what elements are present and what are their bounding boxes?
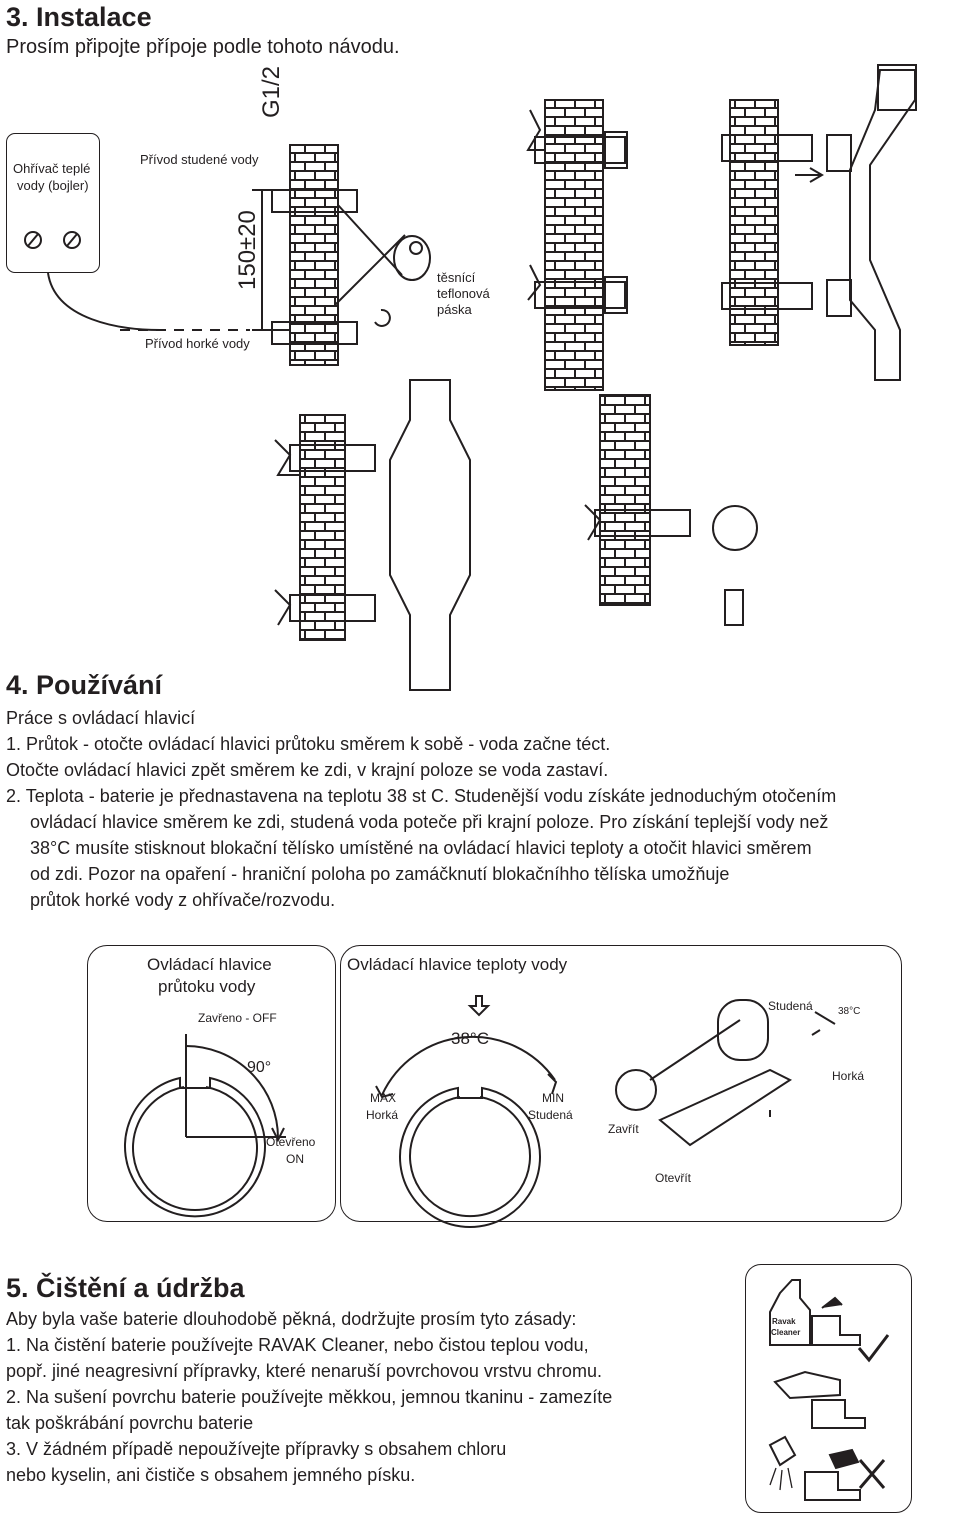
section-4-line: od zdi. Pozor na opaření - hraniční polo… xyxy=(30,864,730,884)
angle-label: 90° xyxy=(247,1059,272,1076)
wall-3 xyxy=(729,99,779,346)
hot-supply-label: Přívod horké vody xyxy=(145,336,250,351)
section-4-line: průtok horké vody z ohřívače/rozvodu. xyxy=(30,890,336,910)
cloth-hand-icon xyxy=(773,1370,841,1400)
section-5-line: 2. Na sušení povrchu baterie používejte … xyxy=(6,1387,613,1407)
section-5-line: nebo kyselin, ani čističe s obsahem jemn… xyxy=(6,1465,416,1485)
section-3-title: 3. Instalace xyxy=(6,2,152,32)
section-5-intro: Aby byla vaše baterie dlouhodobě pěkná, … xyxy=(6,1309,577,1329)
section-4-line: Otočte ovládací hlavici zpět směrem ke z… xyxy=(6,760,609,780)
cleaner-label-line1: Ravak xyxy=(772,1317,796,1326)
temp-panel-title: Ovládací hlavice teploty vody xyxy=(347,955,568,974)
section-4-title: 4. Používání xyxy=(6,670,163,700)
cold-label: Studená xyxy=(768,999,813,1013)
tape-label-line1: těsnící xyxy=(437,270,476,285)
flow-control-panel xyxy=(87,945,336,1222)
section-4-intro: Práce s ovládací hlavicí xyxy=(6,708,196,728)
tape-label-line2: teflonová xyxy=(437,286,490,301)
section-4-line: 38°C musíte stisknout blokační tělísko u… xyxy=(30,838,812,858)
temp-knob-ring xyxy=(399,1086,541,1228)
heater-box xyxy=(6,133,100,273)
wall-5 xyxy=(599,394,651,606)
flow-panel-title-line2: průtoku vody xyxy=(158,977,256,996)
section-5-line: 1. Na čistění baterie používejte RAVAK C… xyxy=(6,1335,589,1355)
wall-2 xyxy=(544,99,604,391)
open-small-label: Otevřít xyxy=(655,1171,692,1185)
min-label: MIN xyxy=(542,1091,564,1105)
valve-icon xyxy=(24,231,42,249)
section-4-line: 2. Teplota - baterie je přednastavena na… xyxy=(6,786,837,806)
spray-bottle-icon xyxy=(769,1279,811,1346)
min-cold-label: Studená xyxy=(528,1108,573,1122)
open-label-line2: ON xyxy=(286,1152,304,1166)
cross-icon xyxy=(858,1459,886,1489)
section-4-line: ovládací hlavice směrem ke zdi, studená … xyxy=(30,812,829,832)
flow-knob-ring xyxy=(124,1076,266,1218)
close-label: Zavřít xyxy=(608,1122,639,1136)
max-hot-label: Horká xyxy=(366,1108,399,1122)
wall-1 xyxy=(289,144,339,366)
closed-label: Zavřeno - OFF xyxy=(198,1011,277,1025)
cleaner-label-line2: Cleaner xyxy=(771,1328,801,1337)
temp-small-label: 38°C xyxy=(838,1006,861,1017)
faucet-icon xyxy=(811,1315,861,1346)
section-3-subtitle: Prosím připojte přípoje podle tohoto náv… xyxy=(6,36,400,58)
cold-supply-label: Přívod studené vody xyxy=(140,152,259,167)
section-5-title: 5. Čištění a údržba xyxy=(6,1273,245,1303)
check-icon xyxy=(857,1334,890,1363)
temperature-control-panel xyxy=(340,945,902,1222)
showerhead-icon xyxy=(768,1435,797,1467)
temp-value: 38°C xyxy=(451,1029,489,1048)
section-4-line: 1. Průtok - otočte ovládací hlavici průt… xyxy=(6,734,611,754)
section-5-line: tak poškrábání povrchu baterie xyxy=(6,1413,254,1433)
tape-label-line3: páska xyxy=(437,302,472,317)
heater-label-line2: vody (bojler) xyxy=(17,178,89,193)
valve-icon xyxy=(63,231,81,249)
flow-panel-title-line1: Ovládací hlavice xyxy=(147,955,272,974)
installation-drawings xyxy=(24,64,917,691)
section-5-line: popř. jiné neagresivní přípravky, které … xyxy=(6,1361,602,1381)
wall-4 xyxy=(299,414,346,641)
heater-label-line1: Ohřívač teplé xyxy=(13,161,91,176)
hot-label: Horká xyxy=(832,1069,865,1083)
section-5-line: 3. V žádném případě nepoužívejte příprav… xyxy=(6,1439,507,1459)
